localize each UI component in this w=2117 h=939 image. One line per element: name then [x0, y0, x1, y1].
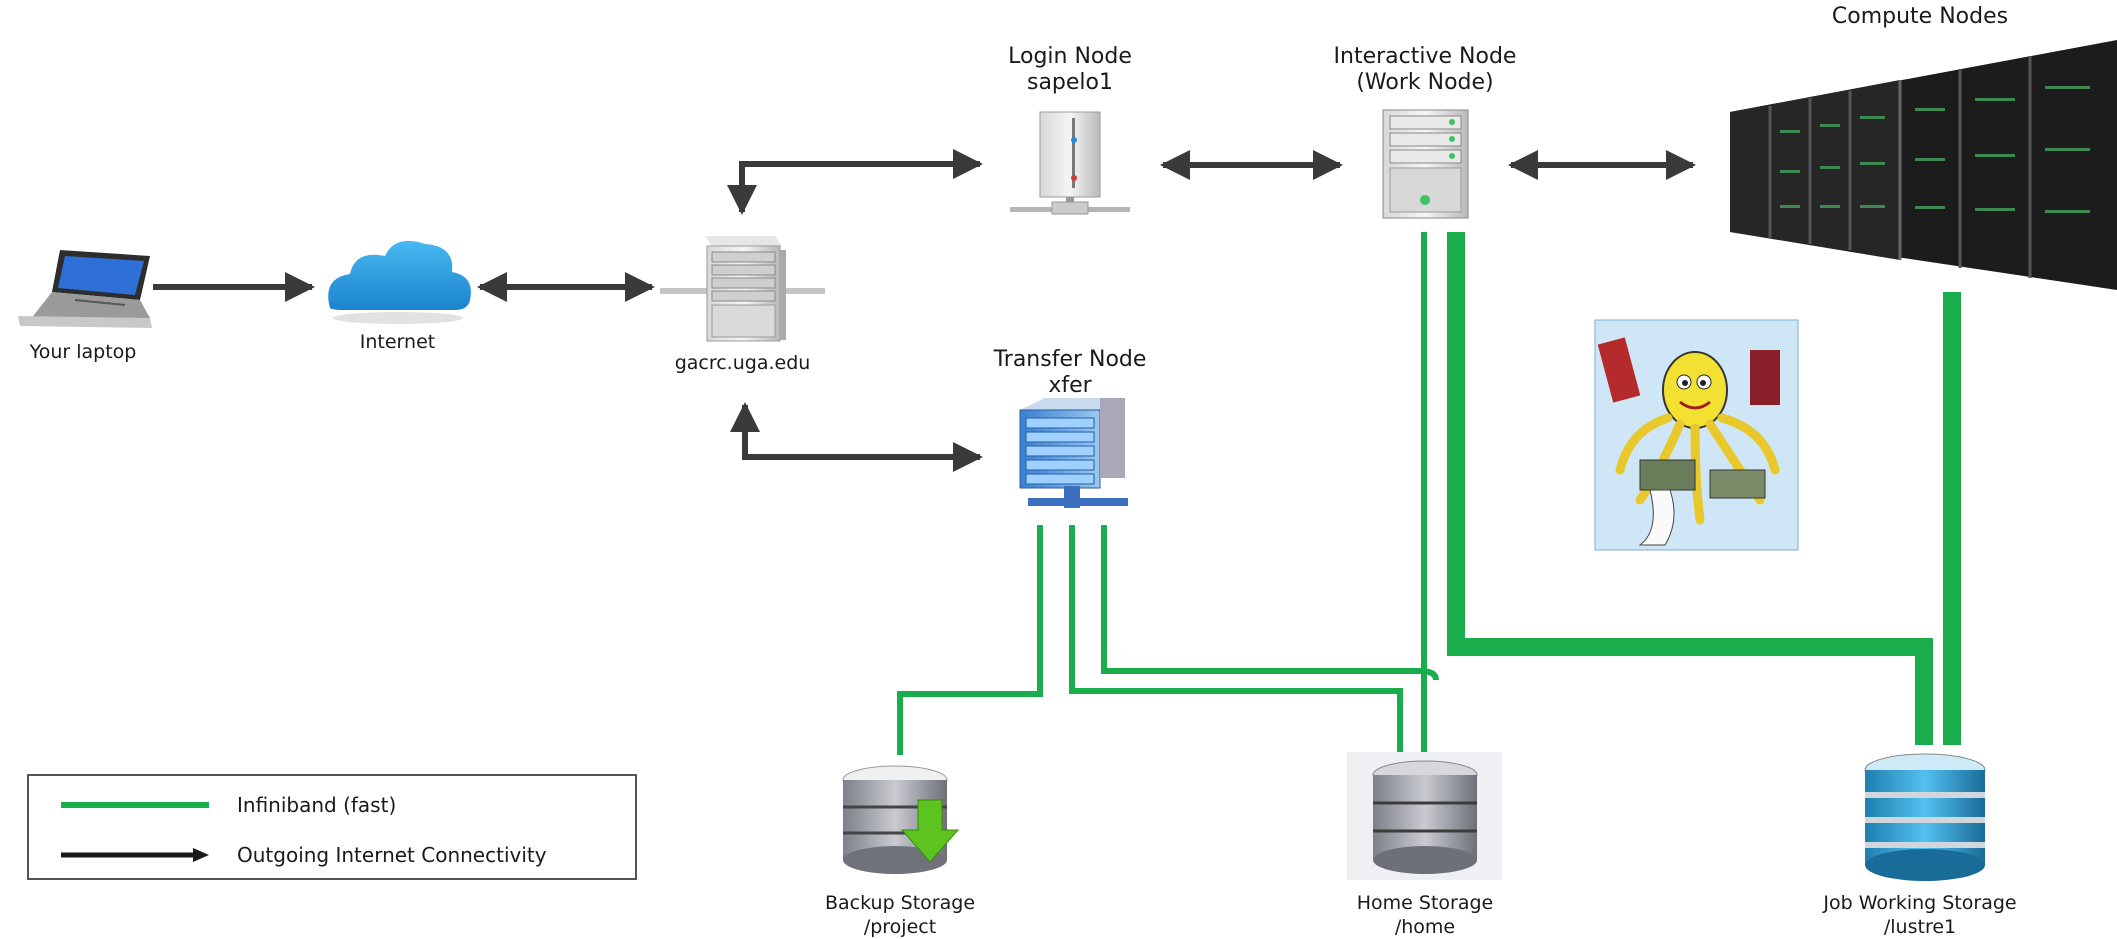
- backup-storage-path: /project: [863, 916, 937, 938]
- backup-storage-title: Backup Storage: [824, 892, 976, 914]
- compute-rack-icon: [1730, 40, 2117, 290]
- login-node-title: Login Node: [1008, 44, 1132, 69]
- interactive-server-icon: [1382, 109, 1469, 219]
- arrow-gateway-xfer: [730, 402, 983, 472]
- home-storage-title: Home Storage: [1356, 892, 1494, 914]
- infiniband-links: [897, 232, 1961, 760]
- link-xfer-home: [1069, 525, 1403, 760]
- gateway-server-icon: [660, 236, 825, 342]
- interactive-node-label: Interactive Node (Work Node): [1300, 44, 1550, 96]
- internet-label: Internet: [359, 331, 436, 353]
- home-storage-icon: [1347, 752, 1502, 880]
- legend-internet-label: Outgoing Internet Connectivity: [237, 843, 547, 867]
- home-storage-label: Home Storage /home: [1305, 891, 1545, 939]
- backup-storage-icon: [842, 765, 960, 874]
- transfer-node-title: Transfer Node: [993, 347, 1147, 372]
- login-node-label: Login Node sapelo1: [960, 44, 1180, 96]
- octopus-cartoon-image: [1594, 319, 1799, 551]
- cloud-icon: [328, 240, 471, 324]
- legend-item-infiniband: Infiniband (fast): [59, 790, 396, 820]
- gateway-label: gacrc.uga.edu: [674, 352, 811, 374]
- link-xfer-lustre: [1101, 525, 1420, 674]
- backup-storage-label: Backup Storage /project: [780, 891, 1020, 939]
- legend-green-line-icon: [61, 802, 209, 808]
- legend-infiniband-label: Infiniband (fast): [237, 793, 397, 817]
- transfer-server-icon: [1019, 398, 1128, 508]
- lustre-storage-path: /lustre1: [1883, 916, 1957, 938]
- compute-nodes-label: Compute Nodes: [1831, 4, 2009, 29]
- home-storage-path: /home: [1394, 916, 1456, 938]
- lustre-storage-label: Job Working Storage /lustre1: [1790, 891, 2050, 939]
- link-interactive-lustre: [1447, 232, 1933, 745]
- login-node-host: sapelo1: [1026, 70, 1113, 95]
- internet-links: [153, 149, 1696, 472]
- login-server-icon: [1010, 111, 1130, 215]
- lustre-storage-title: Job Working Storage: [1823, 892, 2017, 914]
- legend-item-internet: Outgoing Internet Connectivity: [59, 840, 547, 870]
- interactive-node-subtitle: (Work Node): [1356, 70, 1494, 95]
- legend-black-arrow-icon: [61, 848, 209, 862]
- interactive-node-title: Interactive Node: [1333, 44, 1517, 69]
- laptop-label: Your laptop: [29, 341, 137, 363]
- lustre-storage-icon: [1864, 753, 1986, 881]
- transfer-node-label: Transfer Node xfer: [950, 347, 1190, 399]
- transfer-node-host: xfer: [1048, 373, 1092, 398]
- legend: Infiniband (fast) Outgoing Internet Conn…: [27, 774, 637, 880]
- arrow-gateway-login: [727, 149, 983, 215]
- link-xfer-backup: [897, 525, 1043, 755]
- laptop-icon: [18, 250, 152, 328]
